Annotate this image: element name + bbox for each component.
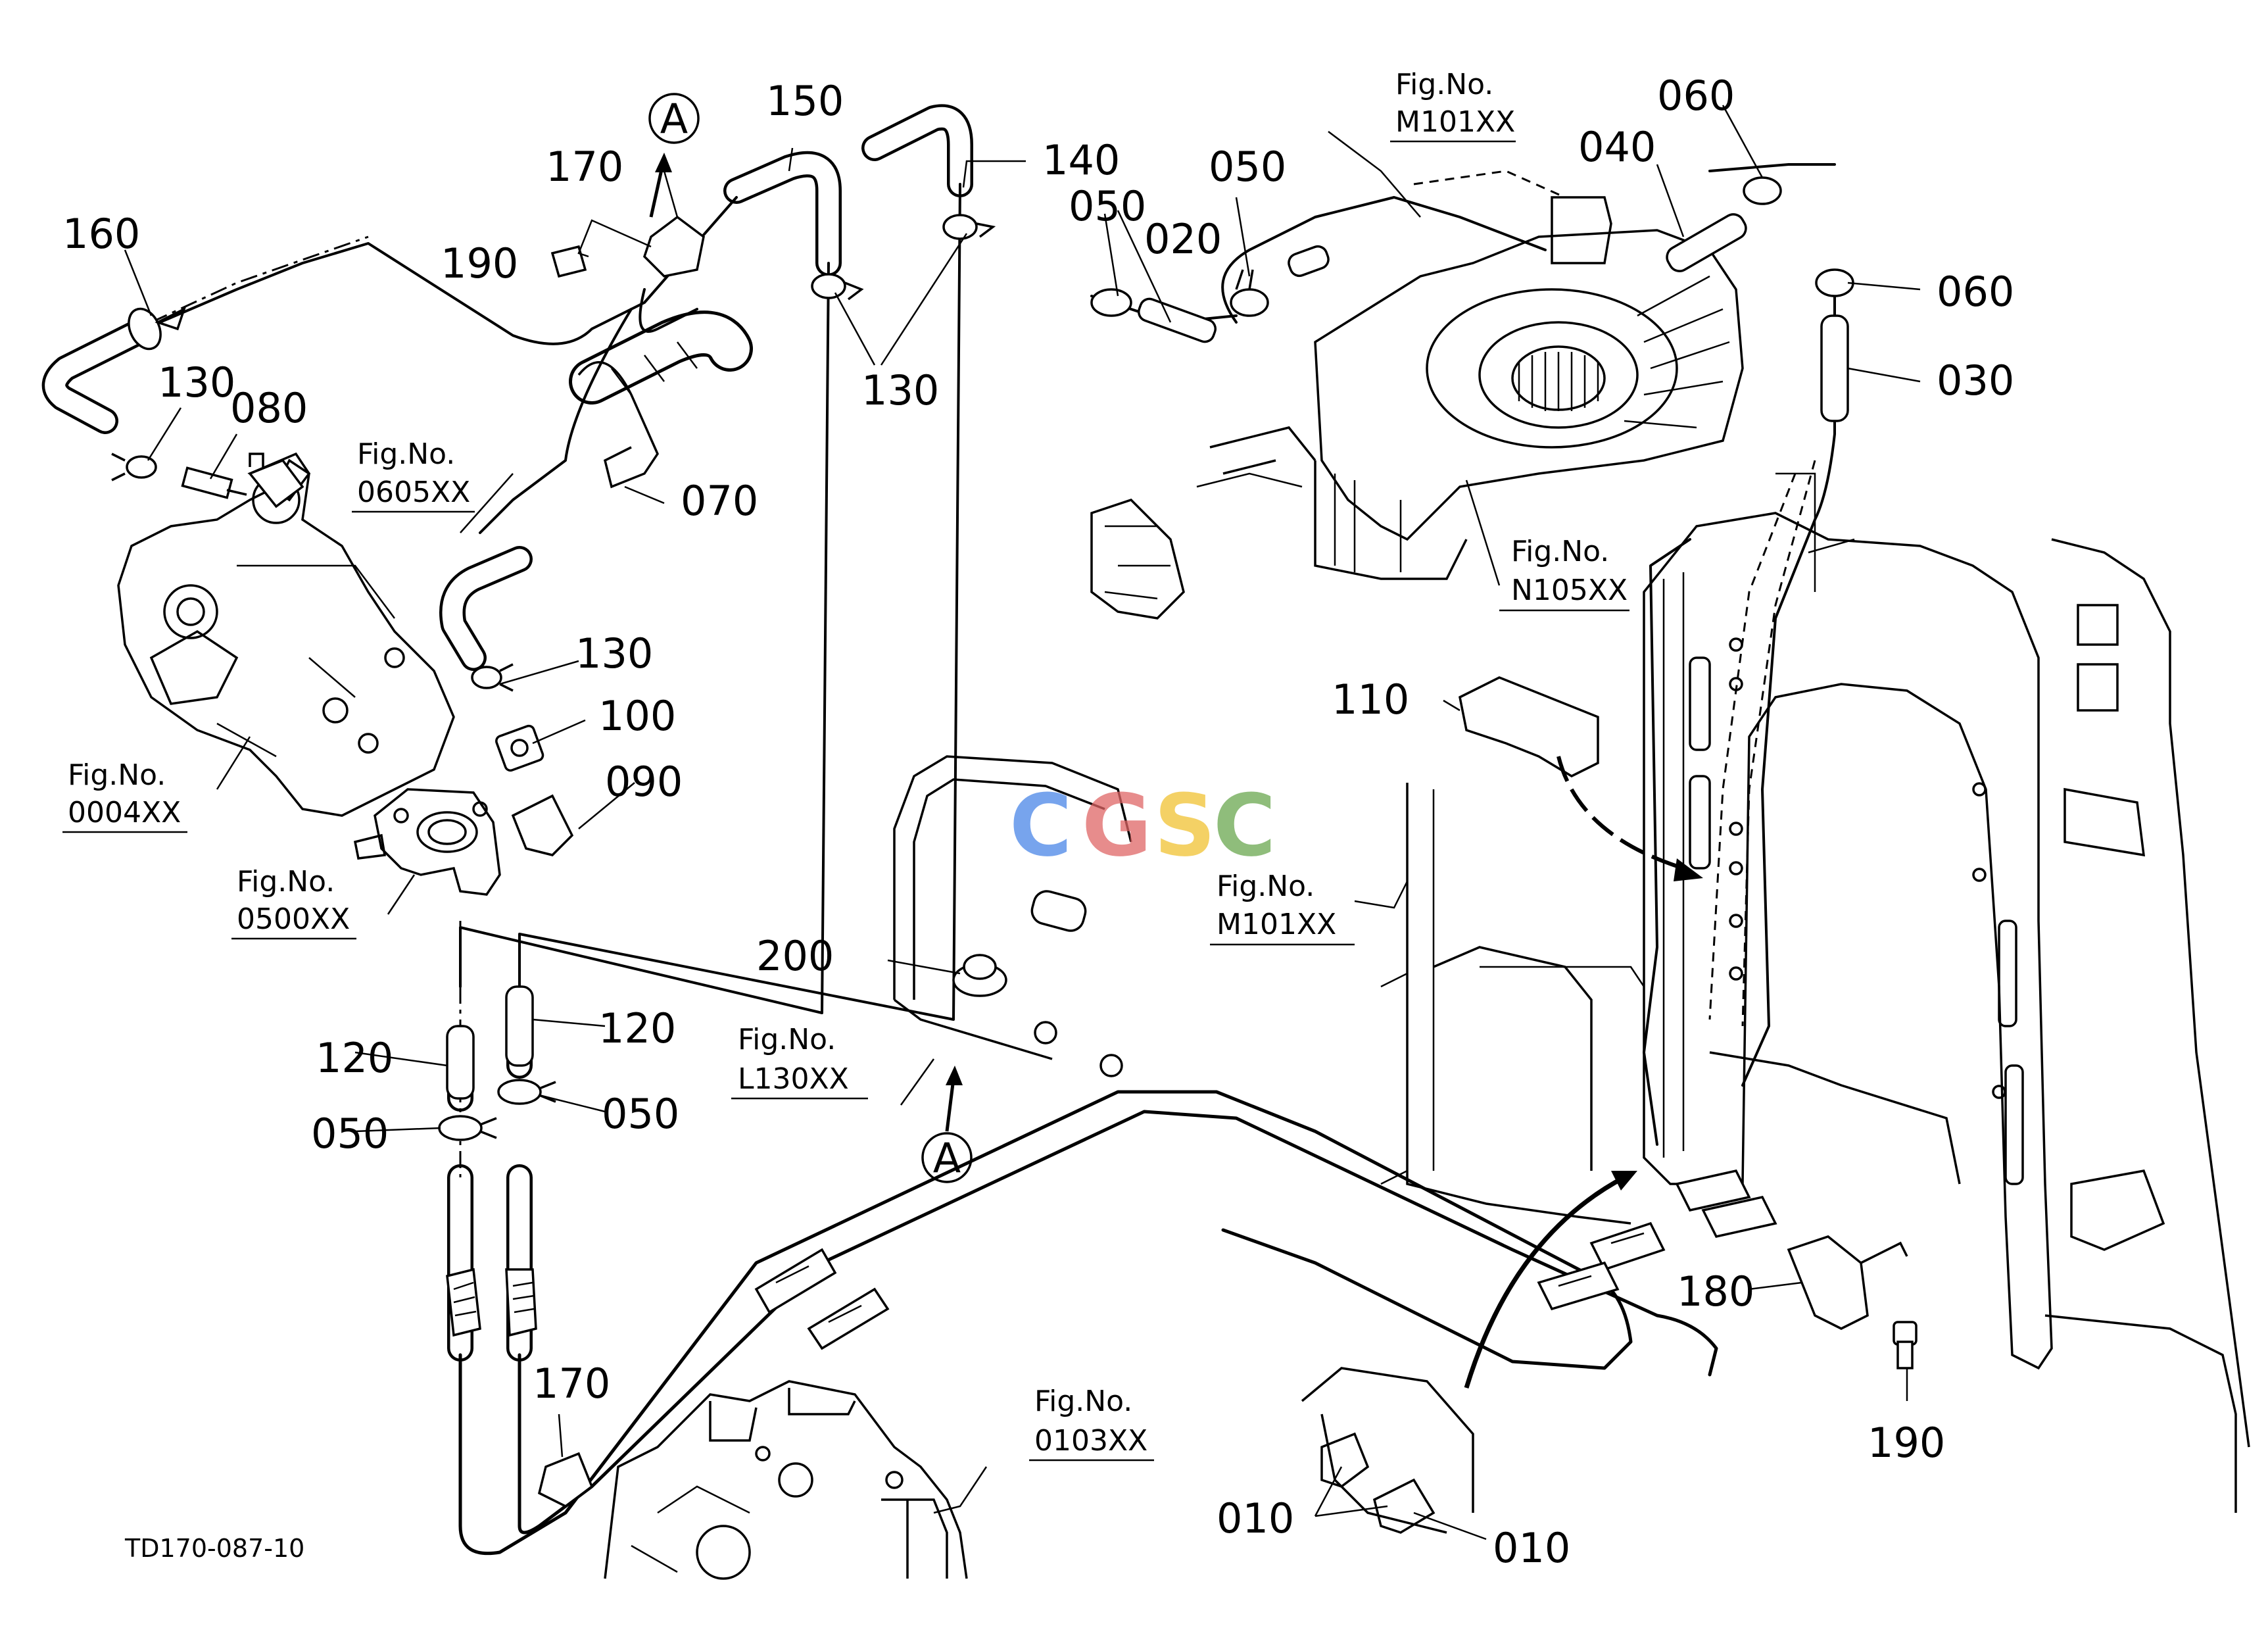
part-label-060-right: 060	[1937, 268, 2014, 316]
part-label-010-right: 010	[1493, 1524, 1570, 1572]
watermark-letter-4: C	[1213, 775, 1276, 875]
part-label-130-top: 130	[158, 358, 235, 406]
part-label-070: 070	[681, 477, 758, 525]
part-label-050-upper-right: 050	[1209, 143, 1286, 191]
part-label-130-mid: 130	[861, 366, 939, 414]
view-a-marker-top: A	[660, 95, 688, 143]
part-label-160: 160	[62, 210, 140, 258]
view-a-marker-top-circle	[648, 93, 700, 144]
figure-references: Fig.No. 0605XX Fig.No. 0004XX Fig.No. 05…	[62, 68, 1629, 1462]
figref-L130-title: Fig.No.	[738, 1023, 836, 1056]
part-label-190-top: 190	[441, 239, 518, 287]
watermark-letter-2: G	[1082, 775, 1152, 875]
figref-0605-title: Fig.No.	[357, 437, 455, 471]
part-label-120-left: 120	[316, 1034, 393, 1082]
watermark-letter-3: S	[1154, 775, 1216, 875]
view-a-markers: A A	[648, 93, 973, 1183]
clamps-and-fittings	[111, 176, 1918, 1534]
view-a-marker-bottom-circle	[921, 1132, 973, 1183]
part-label-170-bottom: 170	[533, 1360, 610, 1408]
thermostat-housing-drawing	[353, 788, 501, 896]
part-label-010-left: 010	[1217, 1494, 1294, 1542]
watermark-letter-1: C	[1009, 775, 1072, 875]
figref-M101-mid-code: M101XX	[1217, 908, 1336, 941]
figref-0605-code: 0605XX	[357, 476, 470, 509]
figref-0500-code: 0500XX	[237, 902, 350, 936]
part-label-090: 090	[605, 758, 683, 806]
figref-0500-title: Fig.No.	[237, 865, 335, 898]
part-label-050-upper-left: 050	[1069, 182, 1146, 230]
leader-lines	[124, 105, 1921, 1540]
figref-M101-top-code: M101XX	[1395, 105, 1515, 139]
part-label-170-top: 170	[546, 143, 623, 191]
cab-frame-drawing	[1380, 472, 2250, 1513]
figref-M101-top-title: Fig.No.	[1395, 68, 1493, 101]
part-label-130-low: 130	[575, 629, 653, 677]
part-label-120-right: 120	[598, 1004, 676, 1052]
view-arrows	[649, 153, 1703, 1389]
part-label-110: 110	[1332, 676, 1409, 724]
heater-hose-routes	[41, 104, 1836, 1556]
part-number-labels: 160 130 080 190 170 150 140 130 070 130 …	[62, 72, 2014, 1572]
transmission-drawing	[604, 1380, 968, 1580]
part-label-030: 030	[1937, 356, 2014, 405]
part-label-020: 020	[1144, 215, 1222, 263]
figref-N105-title: Fig.No.	[1511, 535, 1609, 568]
figref-0004-code: 0004XX	[68, 796, 181, 829]
heater-unit-drawing	[1090, 196, 1744, 620]
figref-0103-code: 0103XX	[1034, 1424, 1147, 1458]
part-label-190-bottom: 190	[1868, 1419, 1945, 1467]
figref-L130-code: L130XX	[738, 1062, 849, 1096]
part-label-080: 080	[230, 384, 308, 432]
part-label-200: 200	[756, 932, 834, 980]
part-label-050-left: 050	[311, 1110, 389, 1158]
view-a-marker-bottom: A	[933, 1134, 961, 1182]
figref-N105-code: N105XX	[1511, 574, 1628, 607]
floor-plate-drawing	[893, 755, 1132, 1077]
figref-0103-title: Fig.No.	[1034, 1385, 1132, 1418]
part-label-100: 100	[598, 692, 676, 740]
part-label-180: 180	[1677, 1267, 1754, 1315]
drawing-code: TD170-087-10	[124, 1534, 304, 1563]
part-label-050-right: 050	[602, 1090, 679, 1138]
figref-M101-mid-title: Fig.No.	[1217, 870, 1315, 903]
part-label-140: 140	[1042, 136, 1120, 184]
part-label-150: 150	[766, 77, 844, 125]
part-label-040: 040	[1578, 123, 1656, 171]
figref-0004-title: Fig.No.	[68, 758, 166, 792]
cgsc-watermark: C G S C	[1009, 775, 1276, 875]
part-label-060-top: 060	[1657, 72, 1735, 120]
